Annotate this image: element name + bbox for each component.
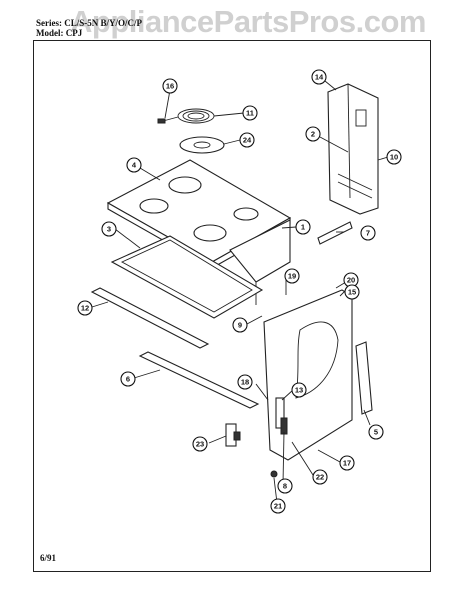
lower-rail[interactable] — [138, 351, 260, 409]
svg-text:23: 23 — [196, 440, 204, 449]
svg-text:12: 12 — [81, 304, 89, 313]
diagram-frame — [33, 40, 431, 572]
callout-24: 24 — [239, 132, 255, 148]
watermark: AppliancePartsPros.com — [70, 4, 426, 39]
svg-text:6: 6 — [126, 375, 130, 384]
callout-2: 2 — [305, 126, 321, 142]
side-panel[interactable] — [263, 289, 353, 461]
svg-text:14: 14 — [315, 73, 324, 82]
svg-text:17: 17 — [343, 459, 351, 468]
svg-text:13: 13 — [295, 386, 303, 395]
callout-19: 19 — [284, 268, 300, 284]
front-rail[interactable] — [90, 287, 210, 349]
svg-text:7: 7 — [366, 229, 370, 238]
svg-text:15: 15 — [348, 288, 356, 297]
svg-text:3: 3 — [107, 225, 111, 234]
svg-text:9: 9 — [238, 321, 242, 330]
callout-5: 5 — [368, 424, 384, 440]
cooktop-liner[interactable] — [110, 235, 264, 319]
callout-11: 11 — [242, 105, 258, 121]
svg-text:11: 11 — [246, 109, 254, 118]
screw[interactable] — [270, 470, 278, 478]
svg-text:10: 10 — [390, 153, 398, 162]
callout-16: 16 — [162, 78, 178, 94]
callout-17: 17 — [339, 455, 355, 471]
callout-1: 1 — [295, 219, 311, 235]
diagram-header: Series: CL/S-5N B/Y/O/C/P Model: CPJ — [36, 18, 142, 38]
clip[interactable] — [225, 423, 241, 447]
drip-pan[interactable] — [179, 136, 225, 154]
callout-20: 20 — [343, 272, 359, 288]
svg-text:2: 2 — [311, 130, 315, 139]
svg-text:16: 16 — [166, 82, 174, 91]
callout-7: 7 — [360, 225, 376, 241]
callout-4: 4 — [126, 157, 142, 173]
svg-text:8: 8 — [283, 482, 287, 491]
callout-23: 23 — [192, 436, 208, 452]
callout-14: 14 — [311, 69, 327, 85]
svg-text:20: 20 — [347, 276, 355, 285]
callout-21: 21 — [270, 498, 286, 514]
series-line: Series: CL/S-5N B/Y/O/C/P — [36, 18, 142, 28]
svg-text:19: 19 — [288, 272, 296, 281]
callout-6: 6 — [120, 371, 136, 387]
footer-date: 6/91 — [40, 553, 57, 563]
leader-lines — [91, 80, 389, 504]
svg-text:21: 21 — [274, 502, 282, 511]
callout-9: 9 — [232, 317, 248, 333]
callout-15: 15 — [344, 284, 360, 300]
backguard[interactable] — [327, 83, 379, 215]
callout-3: 3 — [101, 221, 117, 237]
svg-text:22: 22 — [316, 473, 324, 482]
svg-text:1: 1 — [301, 223, 305, 232]
svg-text:24: 24 — [243, 136, 252, 145]
callout-18: 18 — [237, 374, 253, 390]
svg-text:5: 5 — [374, 428, 378, 437]
burner-box[interactable] — [229, 219, 291, 305]
bracket[interactable] — [317, 221, 353, 245]
callout-22: 22 — [312, 469, 328, 485]
model-line: Model: CPJ — [36, 28, 83, 38]
svg-text:4: 4 — [132, 161, 137, 170]
callout-13: 13 — [291, 382, 307, 398]
svg-text:18: 18 — [241, 378, 249, 387]
side-trim[interactable] — [355, 341, 373, 415]
callout-10: 10 — [386, 149, 402, 165]
callout-8: 8 — [277, 478, 293, 494]
callout-12: 12 — [77, 300, 93, 316]
